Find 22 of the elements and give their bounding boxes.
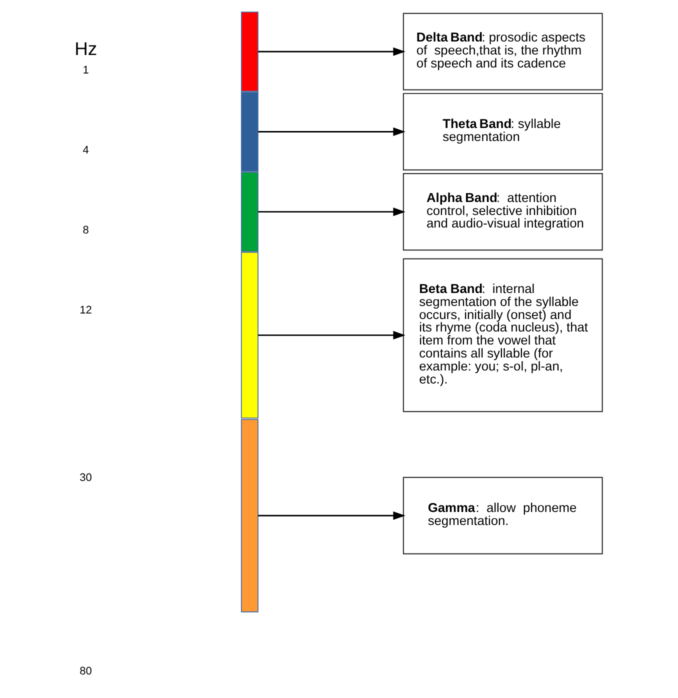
label: 1 bbox=[82, 64, 89, 76]
label: Hz bbox=[74, 38, 98, 59]
node-bar bbox=[240, 92, 258, 172]
node-bar bbox=[240, 418, 258, 612]
node-bar bbox=[240, 172, 258, 252]
arrow bbox=[258, 47, 406, 56]
arrow bbox=[258, 127, 406, 136]
node-bar bbox=[240, 252, 258, 418]
node-box: Alpha Band: attention control, selective inhibition and audio-visual integration bbox=[402, 173, 603, 251]
arrow bbox=[258, 511, 406, 520]
node-box: Theta Band: syllable segmentation bbox=[402, 92, 603, 170]
node-bar bbox=[240, 12, 258, 92]
label: 80 bbox=[80, 666, 92, 678]
arrow bbox=[258, 330, 406, 340]
label: 4 bbox=[82, 144, 89, 156]
node-box: Gamma: allow phoneme segmentation. bbox=[402, 476, 603, 554]
label: 12 bbox=[80, 304, 92, 317]
label: 30 bbox=[80, 472, 92, 484]
node-box: Beta Band: internal segmentation of the syllable occurs, initially (onset) and its rhyme (coda nucleus), that item from the vowel that contains all syllable (for example: you; s-ol, pl-an, etc.). bbox=[402, 258, 603, 412]
node-box: Delta Band: prosodic aspects of speech,that is, the rhythm of speech and its cadence bbox=[402, 12, 603, 90]
label: 8 bbox=[82, 224, 89, 237]
arrow bbox=[258, 208, 406, 216]
